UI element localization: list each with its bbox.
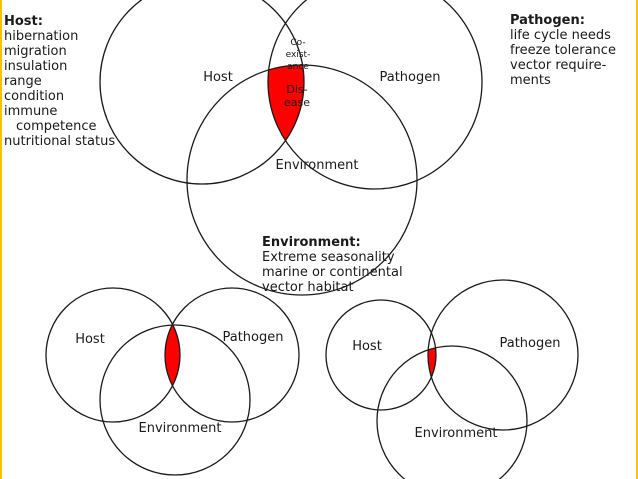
left-environment-circle bbox=[99, 324, 251, 476]
pathogen-line: life cycle needs bbox=[510, 28, 611, 43]
main-host-label: Host bbox=[203, 70, 233, 85]
right-host-label: Host bbox=[352, 339, 382, 354]
pathogen-block-title: Pathogen: bbox=[510, 13, 585, 28]
coexistence-line-3: ance bbox=[287, 62, 309, 72]
host-block: Host: hibernation migration insulation r… bbox=[4, 14, 115, 149]
environment-block-title: Environment: bbox=[262, 235, 361, 250]
main-pathogen-circle bbox=[267, 0, 483, 190]
host-line: immune bbox=[4, 104, 58, 119]
pathogen-line: freeze tolerance bbox=[510, 43, 616, 58]
right-environment-circle bbox=[376, 345, 528, 479]
disease-line-2: ease bbox=[284, 96, 310, 109]
coexistence-line-2: exist- bbox=[286, 50, 311, 60]
left-host-pathogen-overlap bbox=[165, 288, 180, 422]
host-line: competence bbox=[16, 119, 97, 134]
main-pathogen-label: Pathogen bbox=[379, 70, 440, 85]
host-line: insulation bbox=[4, 59, 68, 74]
pathogen-line: vector require- bbox=[510, 58, 607, 73]
pathogen-line: ments bbox=[510, 73, 551, 88]
left-pathogen-circle bbox=[164, 287, 300, 423]
right-disease-region bbox=[428, 346, 436, 410]
disease-line-1: Dis- bbox=[286, 83, 307, 96]
main-environment-circle bbox=[186, 64, 418, 296]
left-host-circle bbox=[45, 287, 181, 423]
main-host-circle bbox=[99, 0, 305, 185]
environment-line: Extreme seasonality bbox=[262, 250, 395, 265]
left-environment-label: Environment bbox=[138, 421, 221, 436]
host-line: migration bbox=[4, 44, 67, 59]
left-host-label: Host bbox=[75, 332, 105, 347]
host-line: condition bbox=[4, 89, 65, 104]
host-block-title: Host: bbox=[4, 14, 43, 29]
host-line: hibernation bbox=[4, 29, 79, 44]
right-environment-label: Environment bbox=[414, 426, 497, 441]
coexistence-line-1: Co- bbox=[290, 38, 305, 48]
host-line: nutritional status bbox=[4, 134, 116, 149]
environment-line: marine or continental bbox=[262, 265, 403, 280]
host-line: range bbox=[4, 74, 42, 89]
pathogen-block: Pathogen: life cycle needs freeze tolera… bbox=[510, 13, 616, 88]
right-host-circle bbox=[325, 299, 437, 411]
right-pathogen-circle bbox=[427, 279, 579, 431]
left-edge-bar bbox=[0, 0, 2, 479]
left-pathogen-label: Pathogen bbox=[222, 330, 283, 345]
environment-line: vector habitat bbox=[262, 280, 354, 295]
right-pathogen-label: Pathogen bbox=[499, 336, 560, 351]
environment-block: Environment: Extreme seasonality marine … bbox=[262, 235, 403, 295]
right-edge-bar bbox=[636, 0, 638, 479]
main-environment-label: Environment bbox=[275, 158, 358, 173]
